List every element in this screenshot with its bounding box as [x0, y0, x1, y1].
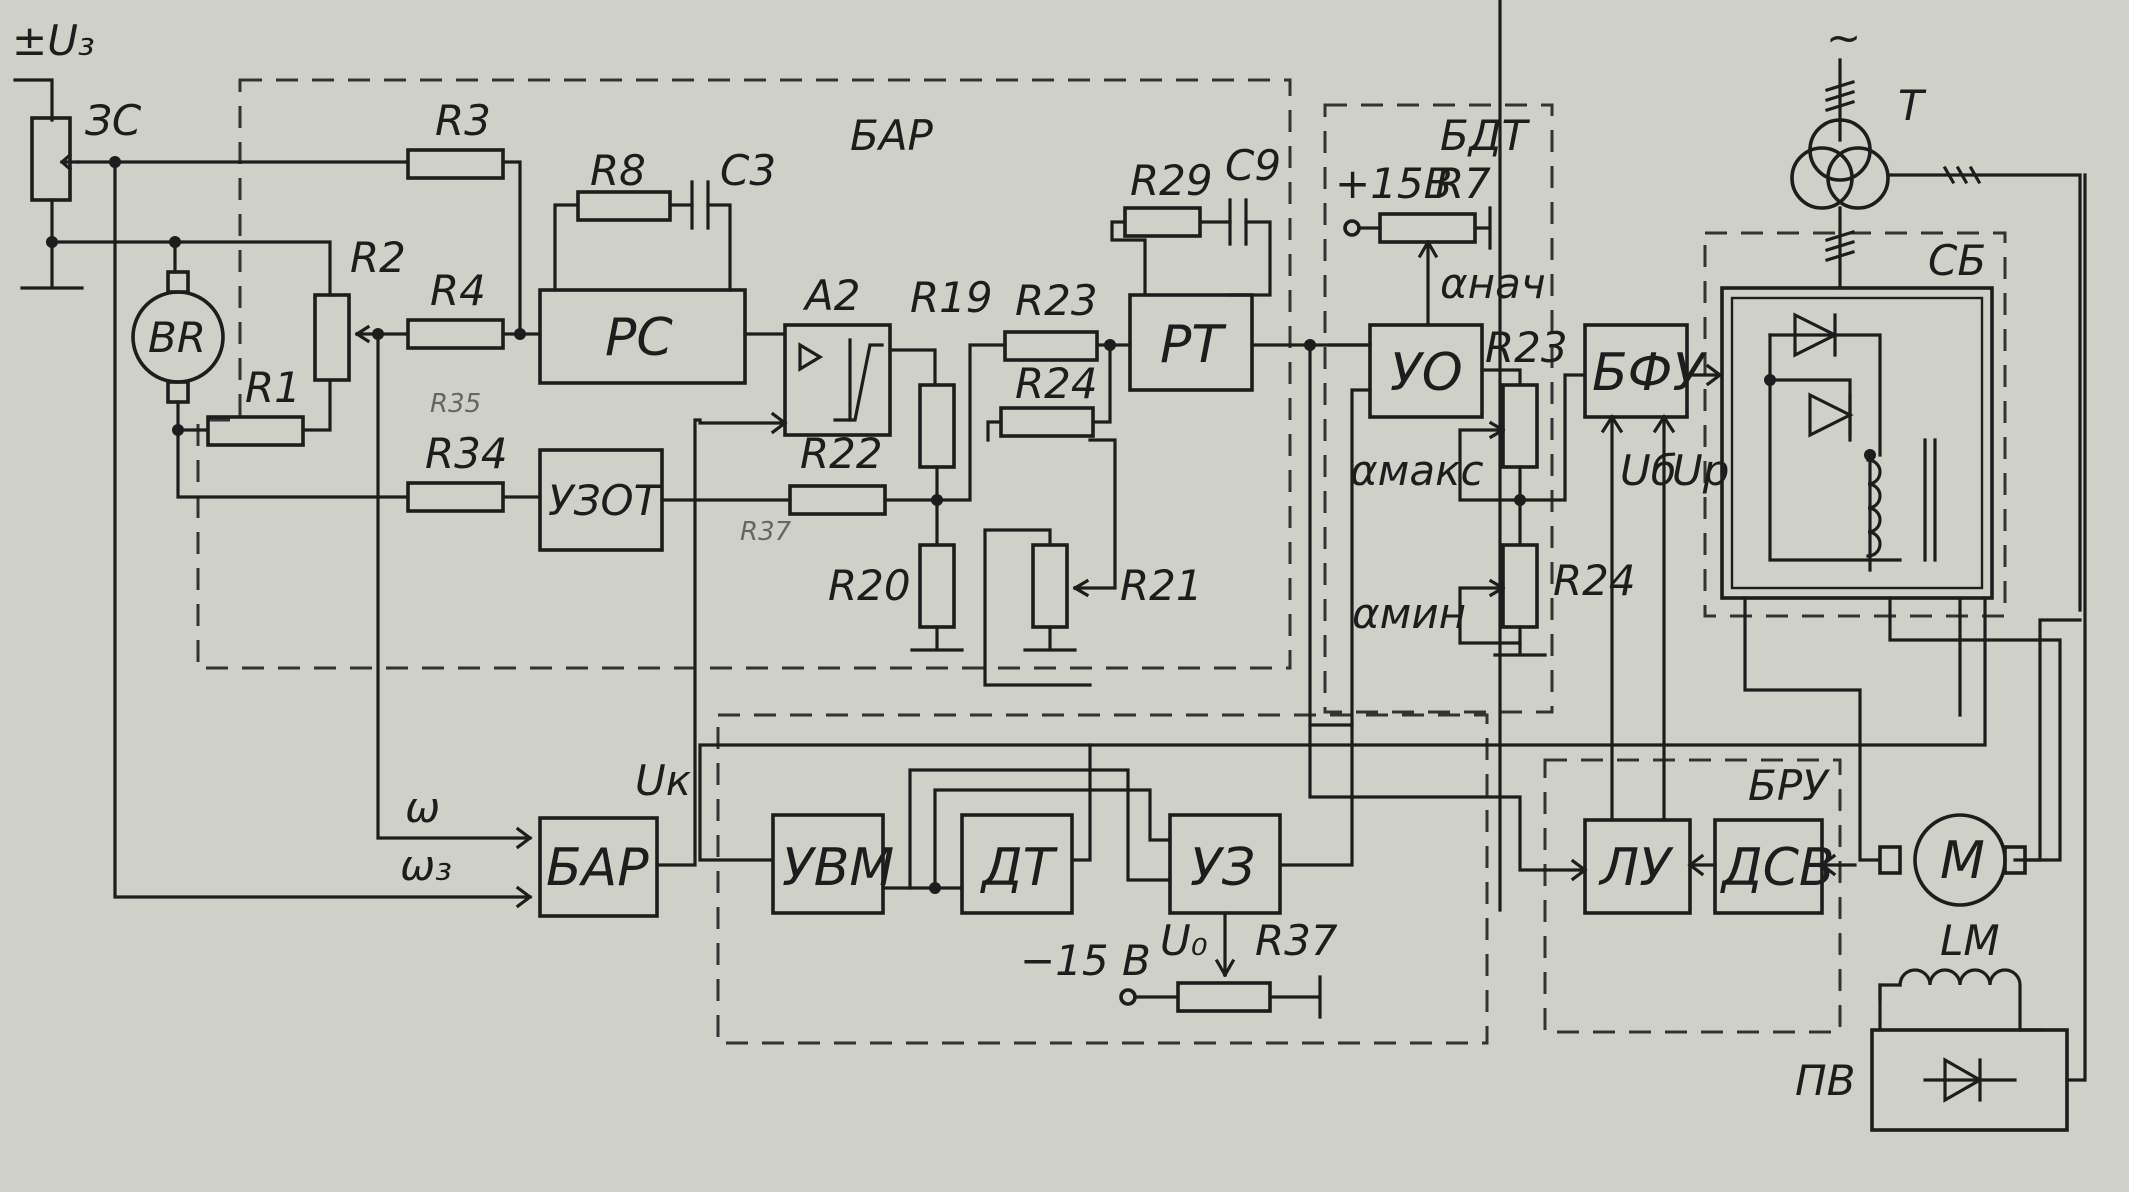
group-bdt-label: БДТ	[1440, 111, 1531, 160]
resistor-r29	[1123, 206, 1202, 238]
group-bru-label: БРУ	[1748, 761, 1830, 810]
r23-label: R23	[1015, 276, 1098, 325]
block-uvm	[771, 813, 885, 915]
r34-label: R34	[425, 429, 508, 478]
resistor-r2	[313, 293, 351, 382]
resistor-r23	[1003, 330, 1099, 362]
r19-label: R19	[910, 273, 993, 322]
group-lower-outline	[716, 713, 1489, 1045]
block-rs	[538, 288, 747, 385]
alpha-nach-label: αнач	[1440, 259, 1546, 308]
r37-label: R37	[1255, 916, 1338, 965]
resistor-r34	[406, 481, 505, 513]
resistor-r7	[1378, 212, 1477, 244]
r4-label: R4	[430, 266, 486, 315]
group-sb-label: СБ	[1928, 236, 1986, 285]
minus15v-label: −15 В	[1020, 936, 1151, 985]
r1-label: R1	[245, 363, 301, 412]
r8-label: R8	[590, 146, 646, 195]
block-bar-speed-label: БАР	[546, 838, 649, 898]
resistor-r22	[788, 484, 887, 516]
resistor-r24-bdt	[1501, 543, 1539, 629]
block-uo-label: УО	[1390, 343, 1463, 403]
resistor-r3	[406, 148, 505, 180]
transformer-t-label: T	[1898, 81, 1927, 130]
resistor-r21	[1031, 543, 1069, 629]
block-uz-label: УЗ	[1190, 838, 1255, 898]
resistor-r23-bdt	[1501, 383, 1539, 469]
resistor-r20	[918, 543, 956, 629]
block-a2	[783, 323, 892, 437]
group-bdt-outline	[1323, 103, 1554, 714]
block-dt	[960, 813, 1074, 915]
pencil-r37-label: R37	[740, 517, 792, 547]
group-bar-outline	[196, 78, 1292, 670]
r22-label: R22	[800, 429, 883, 478]
resistor-r4	[406, 318, 505, 350]
r2-label: R2	[350, 233, 406, 282]
alpha-min-label: αмин	[1352, 589, 1466, 638]
group-bru-outline	[1543, 758, 1842, 1034]
r3-label: R3	[435, 96, 491, 145]
resistor-r37	[1176, 981, 1272, 1013]
block-dt-label: ДТ	[980, 838, 1059, 898]
r23-bdt-label: R23	[1485, 323, 1568, 372]
group-bar-label: БАР	[850, 111, 934, 160]
r29-label: R29	[1130, 156, 1213, 205]
block-bfu-label: БФУ	[1592, 343, 1707, 403]
signal-ub-label: Uб	[1620, 446, 1677, 495]
omega-z-label: ω₃	[400, 841, 452, 890]
supply-uz-label: ±U₃	[12, 16, 95, 65]
motor-m-label: M	[1940, 831, 1985, 891]
block-uzot-label: УЗОТ	[548, 476, 663, 525]
block-a2-label: А2	[802, 271, 860, 320]
signal-uk-label: Uк	[635, 756, 692, 805]
omega-label: ω	[405, 783, 440, 832]
group-sb-outline	[1703, 231, 2007, 618]
block-bar-speed	[538, 816, 659, 918]
block-lu-label: ЛУ	[1598, 838, 1674, 898]
block-rt	[1128, 293, 1254, 392]
block-uvm-label: УВМ	[782, 838, 894, 898]
block-bfu	[1583, 323, 1689, 419]
pencil-r35-label: R35	[430, 389, 481, 419]
alpha-maks-label: αмакс	[1350, 446, 1484, 495]
resistor-r8	[576, 190, 672, 222]
block-rt-label: РТ	[1160, 315, 1227, 375]
r24-bdt-label: R24	[1553, 556, 1636, 605]
lm-label: LM	[1940, 916, 2000, 965]
c9-label: C9	[1225, 141, 1281, 190]
signal-ur-label: Uр	[1672, 446, 1729, 495]
ac-supply-label: ~	[1826, 13, 1861, 62]
block-rs-label: РС	[605, 308, 673, 368]
resistor-r19	[918, 383, 956, 469]
r20-label: R20	[828, 561, 911, 610]
block-dsv-label: ДСВ	[1720, 838, 1835, 898]
resistor-r24	[999, 406, 1095, 438]
block-sb	[1720, 286, 1994, 600]
r7-label: R7	[1435, 159, 1491, 208]
signal-u0-label: U₀	[1160, 916, 1208, 965]
r21-label: R21	[1120, 561, 1203, 610]
setpoint-zs-label: ЗС	[85, 96, 142, 145]
r24-label: R24	[1015, 359, 1098, 408]
plus15v-label: +15В	[1335, 159, 1452, 208]
tacho-br-label: BR	[148, 313, 206, 362]
block-pv-label: ПВ	[1795, 1056, 1855, 1105]
c3-label: C3	[720, 146, 776, 195]
